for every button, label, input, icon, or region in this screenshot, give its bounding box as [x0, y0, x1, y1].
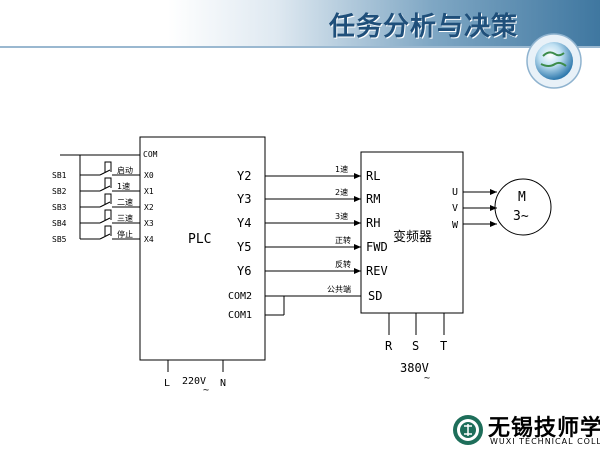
wire-label: 1速: [335, 165, 348, 174]
header-rule: [0, 46, 600, 48]
plc-input-label: X1: [144, 187, 154, 196]
motor-circle: [494, 178, 552, 236]
plc-box: [139, 136, 266, 361]
motor-phase: 3~: [513, 209, 529, 224]
plc-output-label: Y3: [237, 192, 251, 206]
wire-label: 3速: [335, 212, 348, 221]
switch-function-label: 三速: [117, 214, 133, 223]
plc-input-label: X4: [144, 235, 154, 244]
switch-function-label: 二速: [117, 198, 133, 207]
plc-input-label: X0: [144, 171, 154, 180]
switch-label: SB5: [52, 235, 67, 244]
college-seal-icon: [453, 415, 483, 445]
vfd-power-label: T: [440, 339, 447, 353]
plc-com-label: COM: [143, 150, 158, 159]
plc-power-l: L: [164, 378, 170, 389]
switch-function-label: 停止: [117, 229, 133, 239]
plc-output-label: Y4: [237, 216, 251, 230]
vfd-power-wiring: [388, 313, 445, 335]
vfd-name: 变频器: [393, 229, 432, 245]
plc-name: PLC: [188, 232, 211, 247]
switch-wiring: [60, 154, 140, 240]
vfd-power-label: R: [385, 339, 393, 353]
plc-power-wiring: [167, 360, 224, 372]
vfd-box: [360, 151, 464, 314]
vfd-input-label: RM: [366, 192, 380, 206]
plc-power-tilde: ~: [203, 385, 209, 396]
vfd-input-label: RL: [366, 169, 380, 183]
plc-com2-label: COM2: [228, 291, 252, 302]
switch-label: SB3: [52, 203, 67, 212]
switch-label: SB1: [52, 171, 67, 180]
switch-label: SB2: [52, 187, 67, 196]
motor-label: M: [518, 190, 526, 205]
wire-label: 2速: [335, 188, 348, 197]
vfd-power-tilde: ~: [424, 373, 430, 384]
vfd-output-label: V: [452, 203, 458, 214]
arrowheads: [354, 173, 497, 274]
plc-output-label: Y6: [237, 264, 251, 278]
wire-label: 反转: [335, 259, 351, 269]
vfd-input-label: RH: [366, 216, 380, 230]
switch-function-label: 1速: [117, 182, 130, 191]
college-name-en: WUXI TECHNICAL COLLEGE: [490, 437, 600, 446]
plc-com1-label: COM1: [228, 310, 252, 321]
vfd-input-label: SD: [368, 289, 382, 303]
plc-output-label: Y2: [237, 169, 251, 183]
header-band: [0, 0, 600, 46]
vfd-input-label: REV: [366, 264, 388, 278]
output-wiring: [265, 175, 361, 316]
college-name-cn: 无锡技师学院: [488, 415, 600, 441]
vfd-power-label: S: [412, 339, 419, 353]
plc-power-voltage: 220V: [182, 376, 206, 387]
plc-power-n: N: [220, 378, 226, 389]
vfd-output-label: U: [452, 187, 458, 198]
plc-output-label: Y5: [237, 240, 251, 254]
plc-input-label: X2: [144, 203, 154, 212]
globe-icon: [526, 33, 582, 89]
vfd-output-label: W: [452, 220, 459, 231]
wire-label: 正转: [335, 235, 351, 245]
plc-input-label: X3: [144, 219, 154, 228]
switch-label: SB4: [52, 219, 67, 228]
vfd-power-voltage: 380V: [400, 361, 429, 375]
vfd-input-label: FWD: [366, 240, 388, 254]
switch-function-label: 启动: [117, 165, 133, 175]
slide-title: 任务分析与决策: [328, 12, 518, 42]
wire-label: 公共端: [327, 284, 351, 294]
